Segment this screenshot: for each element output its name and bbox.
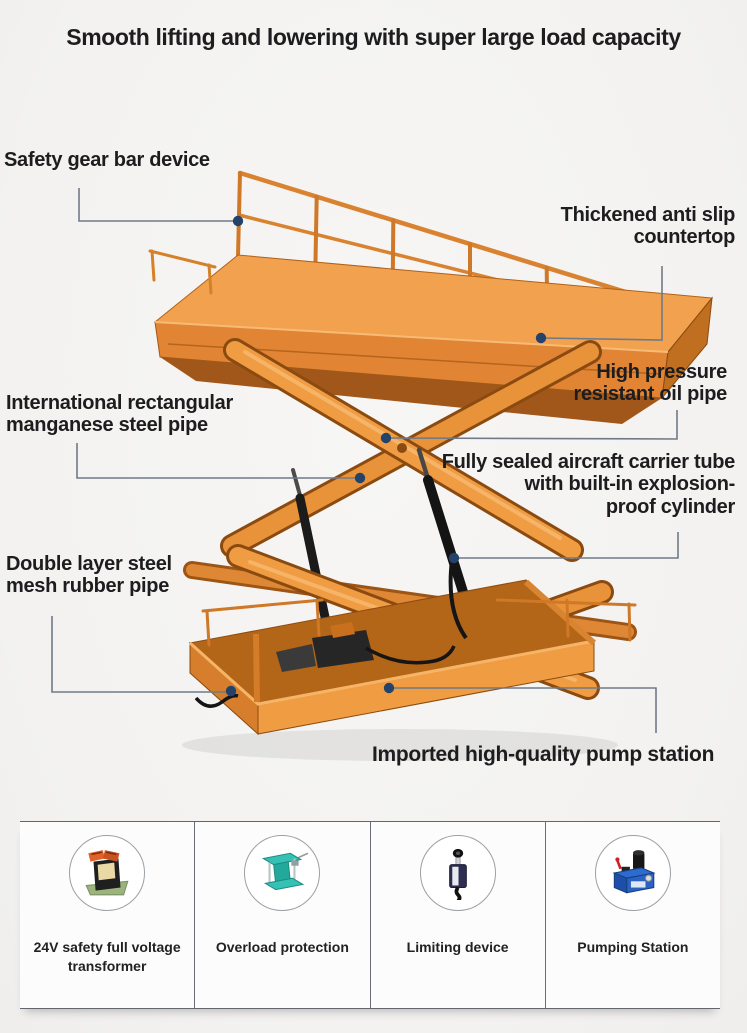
callout-lines [51,188,679,733]
page-title: Smooth lifting and lowering with super l… [66,24,681,50]
ground-shadow [182,729,618,761]
callout-dots [225,215,547,697]
feature-label: Overload protection [215,939,349,955]
feature-circle [419,835,496,911]
feature-cell-overload-protection: Overload protection [194,822,369,1008]
left-end-rail [148,249,217,295]
toe-guard-rails [201,598,637,647]
feature-label: Pumping Station [577,939,689,955]
hydraulic-hoses [194,559,468,708]
pump-unit [312,630,374,668]
feature-cell-limiting-device: Limiting device [369,822,545,1008]
feature-label: Limiting device [406,939,509,955]
pumping-station-icon [612,850,656,894]
feature-cell-pumping-station: Pumping Station [544,822,720,1008]
feature-circle [69,835,146,911]
callout-label-safety-gear-bar: Safety gear bar device [4,149,210,171]
callout-label-oil-pipe: High pressure resistant oil pipe [573,361,727,406]
transformer-icon [85,850,129,896]
callout-label-anti-slip-countertop: Thickened anti slip countertop [560,204,736,249]
feature-cell-transformer: 24V safety full voltage transformer [20,822,194,1008]
callout-label-manganese-steel-pipe: International rectangular manganese stee… [6,392,233,437]
overload-protection-icon [262,852,309,891]
limiting-device-icon [448,848,467,900]
callout-label-pump-station: Imported high-quality pump station [372,743,715,766]
feature-label: 24V safety full voltage transformer [33,939,181,974]
upper-scissor-arms [220,338,602,562]
feature-panel: 24V safety full voltage transformer Over… [20,821,720,1009]
feature-circle [244,835,321,911]
callout-label-explosion-proof-cylinder: Fully sealed aircraft carrier tube with … [441,451,736,518]
callout-label-rubber-pipe: Double layer steel mesh rubber pipe [6,553,172,598]
feature-circle [594,835,671,911]
